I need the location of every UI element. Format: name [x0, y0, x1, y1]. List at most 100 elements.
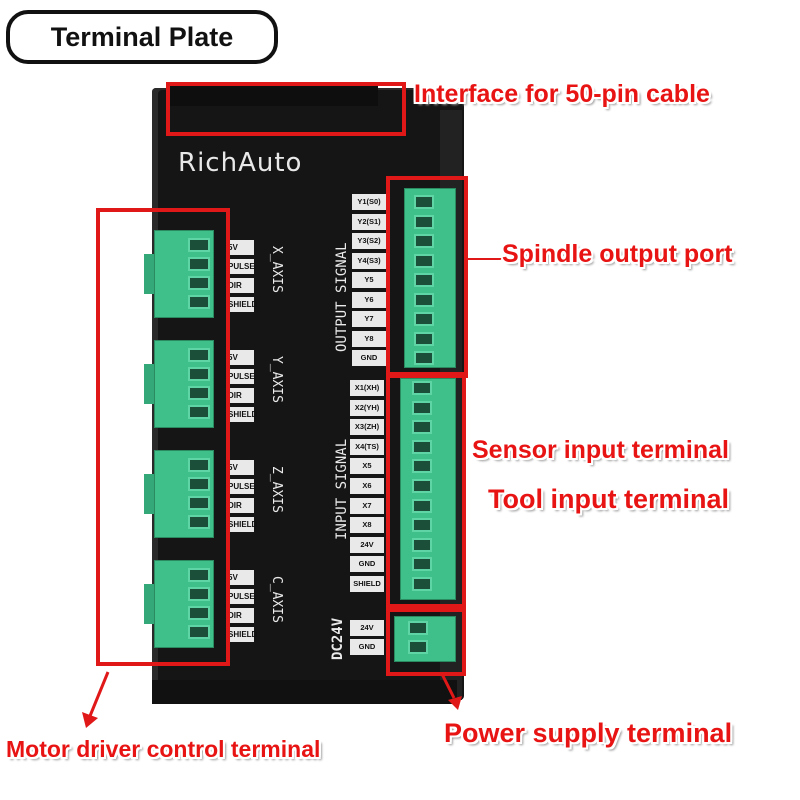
power-label: DC24V — [330, 617, 346, 660]
axis-pin-label: DIR — [226, 278, 254, 293]
axis-pin-label: SHIELD — [226, 407, 257, 422]
interface-highlight-box — [166, 82, 406, 136]
input-pin-label: 24V — [350, 536, 384, 553]
output-pin-label: Y4(S3) — [352, 252, 386, 269]
board-bottom-flange — [152, 680, 457, 704]
input-pin-socket — [412, 479, 432, 493]
axis-pin-label: DIR — [226, 608, 254, 623]
axis-pin-socket — [188, 625, 210, 639]
axis-pin-label: PULSE — [226, 589, 255, 604]
cable-interface-slot — [168, 86, 378, 106]
output-pin-label: Y2(S1) — [352, 213, 386, 230]
power-highlight-box — [386, 608, 466, 676]
motor-highlight-box — [96, 208, 230, 666]
output-pin-socket — [414, 253, 434, 268]
input-pin-socket — [412, 557, 432, 572]
axis-pin-socket — [188, 276, 210, 290]
power-arrow-icon — [440, 673, 462, 710]
axis-pin-socket — [188, 238, 210, 252]
axis-pin-socket — [188, 386, 210, 400]
output-pin-socket — [414, 234, 434, 248]
input-pin-label: X3(ZH) — [350, 419, 384, 436]
brand-logo: RichAuto — [178, 148, 303, 178]
input-pin-label: X4(TS) — [350, 438, 384, 455]
power-callout: Power supply terminal — [444, 718, 733, 748]
output-pin-socket — [414, 351, 434, 365]
axis-pin-label: PULSE — [226, 479, 255, 494]
axis-connector-tab — [144, 474, 154, 514]
input-pin-socket — [412, 577, 432, 591]
output-pin-socket — [414, 292, 434, 307]
axis-pin-label: 5V — [226, 350, 254, 365]
axis-name-label: C_AXIS — [269, 576, 284, 623]
spindle-callout: Spindle output port — [502, 240, 733, 268]
input-pin-label: X7 — [350, 497, 384, 514]
power-pin-label: GND — [350, 639, 384, 655]
axis-pin-socket — [188, 405, 210, 419]
input-pin-socket — [412, 400, 432, 415]
power-pin-label: 24V — [350, 620, 384, 636]
axis-name-label: Y_AXIS — [269, 356, 284, 403]
input-pin-socket — [412, 459, 432, 474]
output-pin-label: Y3(S2) — [352, 233, 386, 249]
power-pin-socket — [408, 621, 428, 635]
motor-callout: Motor driver control terminal — [6, 736, 321, 762]
spindle-highlight-box — [386, 176, 468, 378]
output-pin-label: Y5 — [352, 272, 386, 288]
output-pin-label: Y8 — [352, 330, 386, 347]
input-pin-label: X1(XH) — [350, 380, 384, 396]
axis-name-label: Z_AXIS — [269, 466, 284, 513]
axis-pin-socket — [188, 496, 210, 510]
input-pin-socket — [412, 381, 432, 395]
axis-pin-label: SHIELD — [226, 297, 257, 312]
output-pin-label: Y7 — [352, 311, 386, 327]
axis-connector-tab — [144, 584, 154, 624]
axis-pin-socket — [188, 348, 210, 362]
output-pin-socket — [414, 331, 434, 346]
output-pin-socket — [414, 312, 434, 326]
spindle-leader-line — [468, 258, 502, 260]
axis-pin-socket — [188, 568, 210, 582]
axis-pin-label: PULSE — [226, 369, 255, 384]
axis-pin-label: SHIELD — [226, 517, 257, 532]
axis-pin-socket — [188, 367, 210, 381]
axis-pin-label: 5V — [226, 240, 254, 255]
title-badge: Terminal Plate — [6, 10, 278, 64]
sensor-callout: Sensor input terminal — [472, 436, 729, 464]
axis-pin-socket — [188, 295, 210, 309]
input-pin-socket — [412, 498, 432, 513]
axis-connector-tab — [144, 364, 154, 404]
sensor-highlight-box — [386, 372, 466, 608]
axis-pin-socket — [188, 587, 210, 601]
output-pin-socket — [414, 214, 434, 229]
axis-pin-label: DIR — [226, 498, 254, 513]
input-pin-label: X2(YH) — [350, 399, 384, 416]
axis-pin-label: 5V — [226, 460, 254, 475]
axis-pin-socket — [188, 458, 210, 472]
axis-pin-socket — [188, 606, 210, 620]
output-pin-label: Y1(S0) — [352, 194, 386, 210]
output-signal-label: OUTPUT SIGNAL — [334, 242, 350, 352]
input-pin-socket — [412, 420, 432, 435]
input-pin-socket — [412, 518, 432, 533]
input-pin-label: X5 — [350, 458, 384, 475]
axis-name-label: X_AXIS — [269, 246, 284, 293]
axis-pin-label: PULSE — [226, 259, 255, 274]
output-pin-socket — [414, 195, 434, 209]
output-pin-label: Y6 — [352, 291, 386, 308]
axis-pin-label: DIR — [226, 388, 254, 403]
axis-pin-socket — [188, 257, 210, 271]
input-signal-label: INPUT SIGNAL — [334, 438, 350, 540]
axis-pin-socket — [188, 477, 210, 491]
axis-pin-label: 5V — [226, 570, 254, 585]
axis-connector-tab — [144, 254, 154, 294]
input-pin-label: GND — [350, 556, 384, 573]
power-pin-socket — [408, 640, 428, 654]
motor-arrow-icon — [82, 671, 110, 728]
input-pin-socket — [412, 439, 432, 454]
tool-callout: Tool input terminal — [488, 484, 729, 514]
output-pin-label: GND — [352, 350, 386, 366]
interface-callout: Interface for 50-pin cable — [414, 80, 710, 108]
input-pin-label: SHIELD — [350, 576, 384, 592]
output-pin-socket — [414, 273, 434, 287]
